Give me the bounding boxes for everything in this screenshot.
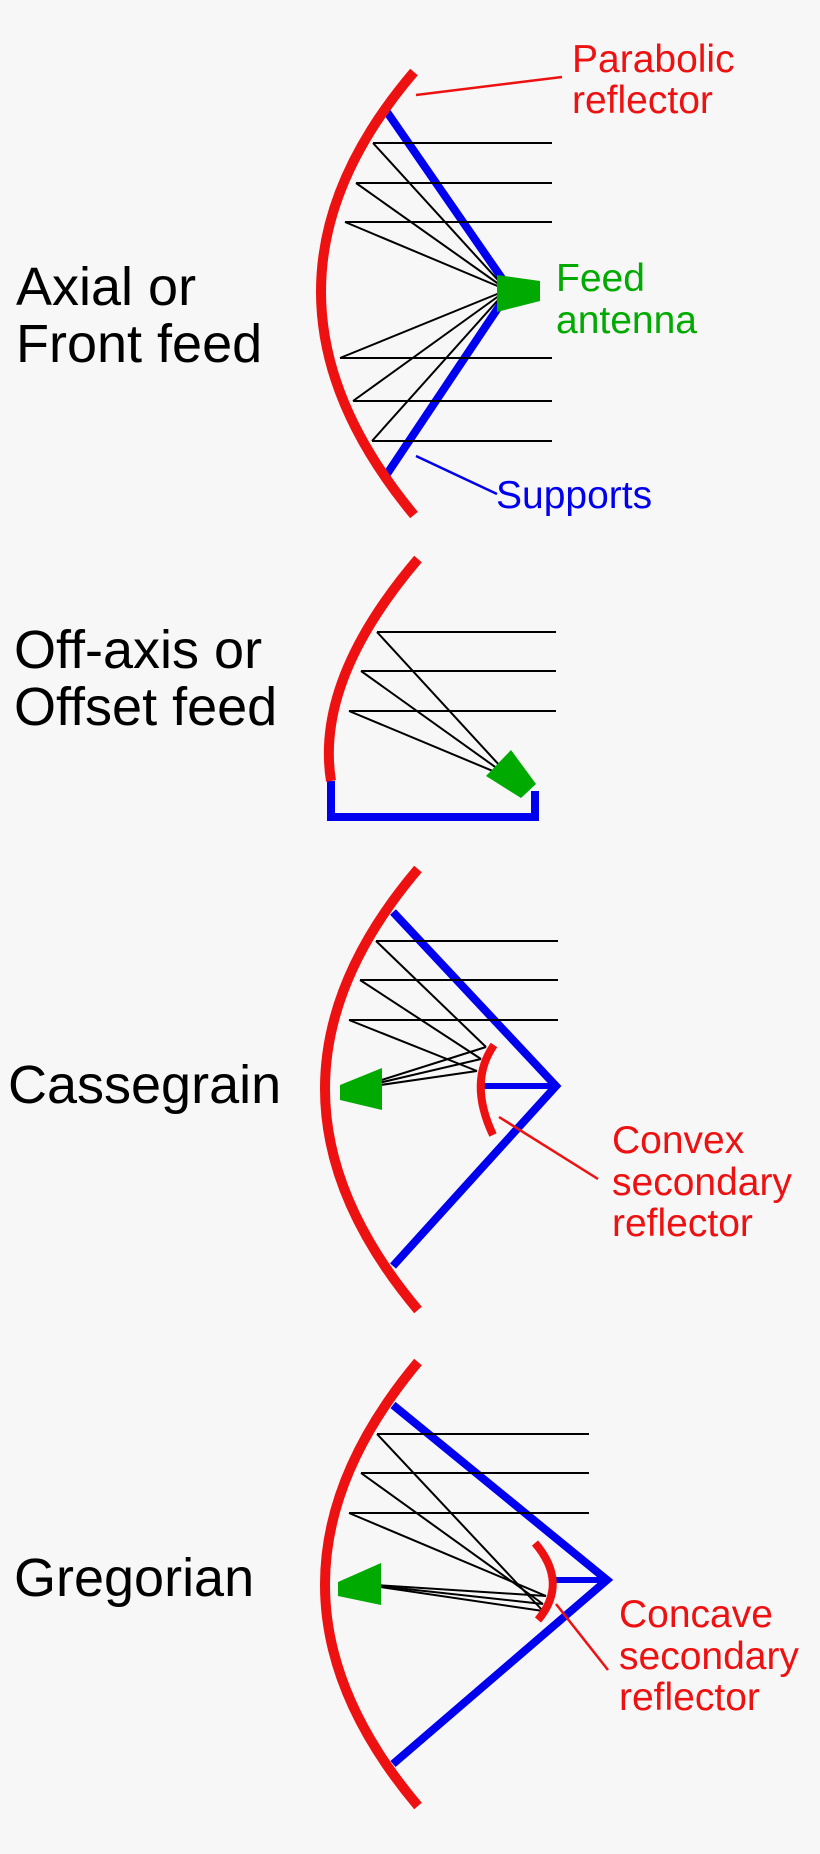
supports-pointer-line xyxy=(415,454,498,496)
gregorian-concave-secondary-reflector xyxy=(531,1540,557,1623)
axial-feed-section: Axial or Front feed Parabolic reflector … xyxy=(16,38,735,519)
cassegrain-feed-antenna-icon xyxy=(340,1068,382,1110)
parabolic-reflector-label-line1: Parabolic xyxy=(572,38,735,81)
gregorian-supports xyxy=(390,1401,614,1768)
concave-secondary-label-line1: Concave xyxy=(619,1593,773,1636)
cassegrain-reflected-rays xyxy=(348,940,487,1090)
cassegrain-title: Cassegrain xyxy=(8,1055,281,1115)
supports-label: Supports xyxy=(496,474,652,517)
offset-title-line1: Off-axis or xyxy=(14,620,262,680)
axial-parabolic-reflector xyxy=(316,68,418,519)
gregorian-feed-antenna-icon xyxy=(338,1563,381,1605)
offset-reflected-rays xyxy=(348,631,513,780)
axial-title-line2: Front feed xyxy=(16,314,262,374)
cassegrain-parabolic-reflector xyxy=(320,865,422,1314)
axial-incoming-rays xyxy=(340,142,552,442)
cassegrain-incoming-rays xyxy=(349,940,558,1021)
axial-supports xyxy=(383,109,515,477)
concave-secondary-label-line2: secondary xyxy=(619,1635,799,1678)
axial-title-line1: Axial or xyxy=(16,257,196,317)
concave-secondary-pointer-line xyxy=(555,1603,609,1671)
convex-secondary-label-line1: Convex xyxy=(612,1119,745,1162)
gregorian-parabolic-reflector xyxy=(320,1358,422,1810)
reflector-pointer-line xyxy=(415,75,563,97)
feed-antenna-label-line2: antenna xyxy=(556,299,697,342)
axial-feed-antenna-icon xyxy=(497,275,540,312)
gregorian-reflected-rays xyxy=(348,1433,547,1612)
offset-support-bracket xyxy=(327,781,539,821)
gregorian-section: Gregorian Concave secondary reflector xyxy=(14,1358,799,1810)
offset-feed-antenna-icon xyxy=(486,750,536,798)
offset-feed-section: Off-axis or Offset feed xyxy=(14,555,556,821)
convex-secondary-pointer-line xyxy=(498,1115,599,1181)
offset-title-line2: Offset feed xyxy=(14,677,277,737)
parabolic-reflector-label-line2: reflector xyxy=(572,79,713,122)
offset-parabolic-reflector xyxy=(323,555,422,782)
gregorian-title: Gregorian xyxy=(14,1548,254,1608)
convex-secondary-label-line3: reflector xyxy=(612,1202,753,1245)
offset-incoming-rays xyxy=(349,631,556,712)
convex-secondary-label-line2: secondary xyxy=(612,1161,792,1204)
gregorian-incoming-rays xyxy=(349,1433,589,1514)
cassegrain-section: Cassegrain Convex secondary reflector xyxy=(8,865,792,1314)
concave-secondary-label-line3: reflector xyxy=(619,1676,760,1719)
axial-reflected-rays xyxy=(339,142,508,442)
cassegrain-convex-secondary-reflector xyxy=(476,1042,498,1137)
feed-antenna-label-line1: Feed xyxy=(556,257,645,300)
